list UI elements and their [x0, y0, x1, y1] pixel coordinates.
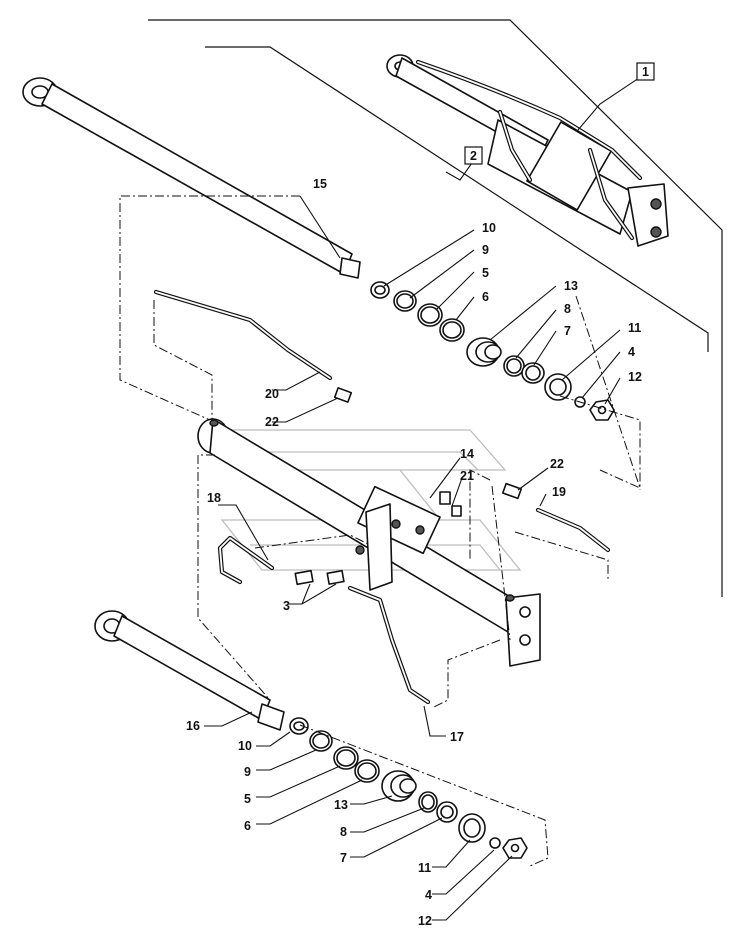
- callout-5-bottom: 5: [244, 792, 251, 806]
- seal-kit-top: [370, 281, 615, 421]
- callout-20: 20: [265, 387, 279, 401]
- fittings: [294, 387, 523, 586]
- callout-14: 14: [460, 447, 474, 461]
- callout-10-bottom: 10: [238, 739, 252, 753]
- callout-8-bottom: 8: [340, 825, 347, 839]
- assembly-frame-lines: [148, 19, 723, 597]
- callout-7-bottom: 7: [340, 851, 347, 865]
- callout-1: 1: [642, 65, 649, 79]
- callout-2: 2: [470, 149, 477, 163]
- callout-21: 21: [460, 469, 474, 483]
- callout-8-top: 8: [564, 302, 571, 316]
- callout-17: 17: [450, 730, 464, 744]
- callout-6-top: 6: [482, 290, 489, 304]
- callout-4-top: 4: [628, 345, 635, 359]
- callout-16: 16: [186, 719, 200, 733]
- callout-9-top: 9: [482, 243, 489, 257]
- callout-19: 19: [552, 485, 566, 499]
- callout-22-top: 22: [265, 415, 279, 429]
- callout-12-top: 12: [628, 370, 642, 384]
- seal-kit-bottom: [289, 717, 528, 859]
- callout-7-top: 7: [564, 324, 571, 338]
- callout-box-2: [464, 146, 483, 165]
- callout-6-bottom: 6: [244, 819, 251, 833]
- callout-11-top: 11: [628, 321, 641, 335]
- callout-22-right: 22: [550, 457, 564, 471]
- callout-11-bottom: 11: [418, 861, 431, 875]
- assembled-cylinder: [386, 54, 669, 247]
- piston-rod-16: [94, 610, 285, 731]
- callout-15: 15: [313, 177, 327, 191]
- callout-13-top: 13: [564, 279, 578, 293]
- callout-3: 3: [283, 599, 290, 613]
- callouts: 1 2 15 10 9 5 6 13 8 7 11 4 12 20 22 14 …: [186, 62, 655, 928]
- callout-box-1: [636, 62, 655, 81]
- piston-rod-15: [22, 77, 361, 279]
- leader-lines: [204, 75, 643, 921]
- hydraulic-tubes: [153, 289, 611, 705]
- callout-18: 18: [207, 491, 221, 505]
- callout-13-bottom: 13: [334, 798, 348, 812]
- callout-12-bottom: 12: [418, 914, 432, 928]
- callout-10-top: 10: [482, 221, 496, 235]
- assembly-lines: [119, 195, 641, 867]
- callout-5-top: 5: [482, 266, 489, 280]
- callout-4-bottom: 4: [425, 888, 432, 902]
- callout-9-bottom: 9: [244, 765, 251, 779]
- cylinder-barrel: [197, 418, 541, 667]
